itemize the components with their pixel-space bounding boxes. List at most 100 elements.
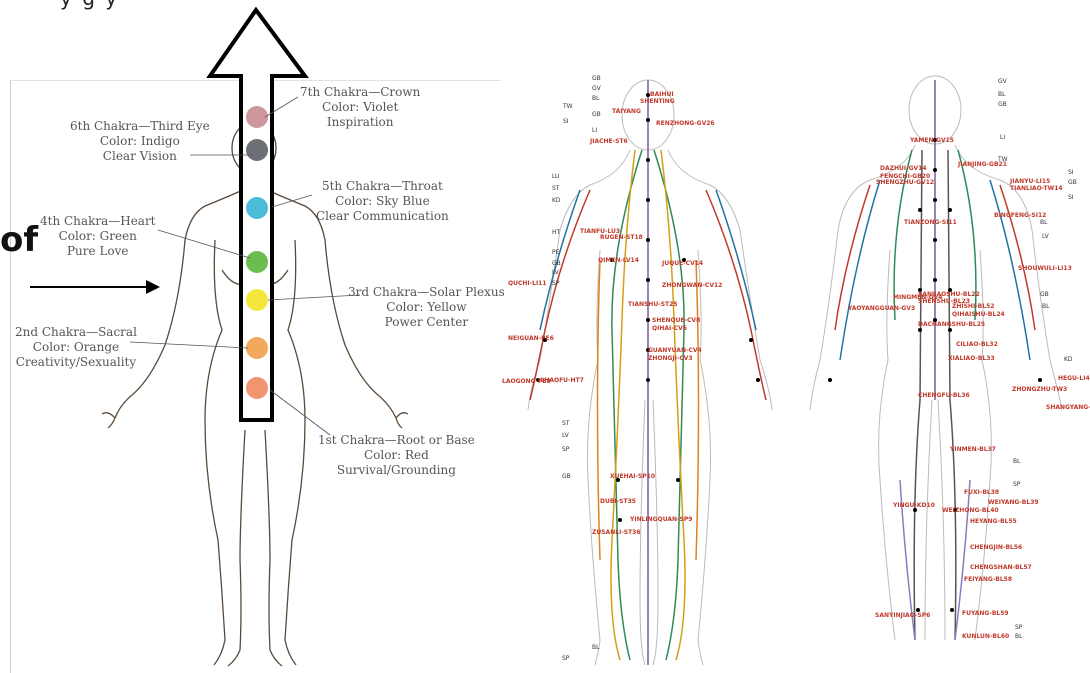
chakra-name: 7th Chakra—Crown [300, 85, 420, 100]
chakra-meaning: Clear Vision [70, 149, 210, 164]
chakra-dot-6 [246, 139, 268, 161]
front-meridian-tag: GV [592, 85, 602, 92]
back-meridian-tag: BL [1013, 458, 1021, 465]
chakra-label-third-eye: 6th Chakra—Third Eye Color: Indigo Clear… [70, 119, 210, 164]
front-acupoint-label: NEIGUAN-PE6 [508, 335, 554, 342]
front-acupoint-label: GUANYUAN-CV4 [648, 347, 702, 354]
back-meridian-tag: SI [1068, 169, 1074, 176]
back-meridian-tag: LV [1042, 233, 1050, 240]
chakra-dot-2 [246, 337, 268, 359]
front-acupoint-label: JIACHE-ST6 [589, 138, 628, 145]
back-meridian-tag: GB [1068, 179, 1077, 186]
front-meridian-tag: GB [562, 473, 571, 480]
chakra-color: Color: Yellow [348, 300, 505, 315]
back-acupoint-label: FENGCHI-GB20 [880, 173, 930, 180]
back-meridian-tag: GV [998, 78, 1008, 85]
back-acupoint-label: SANYINJIAO-SP6 [875, 612, 930, 619]
front-meridian-tag: ST [552, 185, 560, 192]
back-meridian-tag: LI [1000, 134, 1005, 141]
back-acupoint-label: DAZHUI-GV14 [880, 165, 927, 172]
chakra-label-heart: 4th Chakra—Heart Color: Green Pure Love [40, 214, 156, 259]
front-meridian-tag: BL [592, 95, 600, 102]
chakra-name: 3rd Chakra—Solar Plexus [348, 285, 505, 300]
front-meridian-tag: HT [552, 229, 561, 236]
chakra-name: 4th Chakra—Heart [40, 214, 156, 229]
back-acupoint-label: WEIZHONG-BL40 [942, 507, 999, 514]
chakra-meaning: Survival/Grounding [318, 463, 475, 478]
back-acupoint-label: YAOYANGGUAN-GV3 [847, 305, 915, 312]
front-acupoint-label: XUEHAI-SP10 [610, 473, 655, 480]
chakra-name: 5th Chakra—Throat [316, 179, 449, 194]
front-acupoint-label: SHENTING [640, 98, 675, 105]
front-acupoint-label: QIMEN-LV14 [598, 257, 639, 264]
back-acupoint-dots [828, 138, 1042, 612]
back-acupoint-label: DACHANGSHU-BL25 [918, 321, 985, 328]
back-acupoint-label: YINMEN-BL37 [949, 446, 996, 453]
back-acupoint-label: JIANJING-GB21 [957, 161, 1007, 168]
horizontal-arrow [30, 280, 160, 294]
chakra-dot-5 [246, 197, 268, 219]
back-meridian-tag: TW [997, 156, 1008, 163]
chakra-label-crown: 7th Chakra—Crown Color: Violet Inspirati… [300, 85, 420, 130]
front-meridian-tag: BL [592, 644, 600, 651]
chakra-dot-1 [246, 377, 268, 399]
back-acupoint-label: SHOUWULI-LI13 [1018, 265, 1072, 272]
front-acupoint-label: RENZHONG-GV26 [656, 120, 715, 127]
front-acupoint-label: RUGEN-ST18 [600, 234, 643, 241]
back-meridian-tag: BL [998, 91, 1006, 98]
front-acupoint-label: LAOGONG-PE8 [502, 378, 551, 385]
chakra-meaning: Creativity/Sexuality [15, 355, 137, 370]
chakra-color: Color: Violet [300, 100, 420, 115]
front-acupoint-label: ZUSANLI-ST36 [592, 529, 641, 536]
front-meridian-tag: SI [563, 118, 569, 125]
front-meridian-tag: SP [562, 655, 570, 662]
front-meridian-lines [530, 80, 766, 665]
back-acupoint-label: WEIYANG-BL39 [988, 499, 1039, 506]
back-acupoint-label: CILIAO-BL32 [956, 341, 998, 348]
chakra-dot-4 [246, 251, 268, 273]
front-point-labels: SHENTINGTAIYANGBAIHUIRENZHONG-GV26JIACHE… [502, 91, 722, 536]
back-meridian-tag: BL [1042, 303, 1050, 310]
back-acupoint-label: YINGU-KD10 [892, 502, 935, 509]
chakra-label-root: 1st Chakra—Root or Base Color: Red Survi… [318, 433, 475, 478]
front-meridian-tag: GB [552, 260, 561, 267]
back-acupoint-label: JIANYU-LI15 [1009, 178, 1050, 185]
back-acupoint-label: SHENSHU-BL23 [918, 298, 970, 305]
back-acupoint-label: BINGFENG-SI12 [994, 212, 1046, 219]
back-meridian-tag: SI [1068, 194, 1074, 201]
front-acupoint-label: QUCHI-LI11 [508, 280, 547, 287]
back-acupoint-label: SHANGYANG-LI1 [1046, 404, 1090, 411]
back-acupoint-label: QIHAISHU-BL24 [952, 311, 1005, 318]
front-acupoint-label: ZHONGJI-CV3 [648, 355, 693, 362]
back-meridian-tag: BL [1015, 633, 1023, 640]
back-acupoint-label: FEIYANG-BL58 [964, 576, 1012, 583]
chakra-meaning: Clear Communication [316, 209, 449, 224]
front-acupoint-label: SHAOFU-HT7 [540, 377, 584, 384]
front-meridian-tag: SP [562, 446, 570, 453]
front-acupoint-label: ZHONGWAN-CV12 [662, 282, 722, 289]
chakra-name: 2nd Chakra—Sacral [15, 325, 137, 340]
chakra-dot-3 [246, 289, 268, 311]
back-acupoint-label: HEYANG-BL55 [970, 518, 1017, 525]
back-acupoint-label: CHENGSHAN-BL57 [970, 564, 1032, 571]
back-acupoint-label: MINGMEN-GV4 [893, 294, 942, 301]
back-meridian-tag: SP [1013, 481, 1021, 488]
back-meridian-tag: GB [1040, 291, 1049, 298]
front-meridian-tag: KD [552, 197, 561, 204]
chakra-label-throat: 5th Chakra—Throat Color: Sky Blue Clear … [316, 179, 449, 224]
front-meridian-tag: LI [592, 127, 597, 134]
back-acupoint-label: ZHISHI-BL52 [952, 303, 994, 310]
back-meridian-tag: SP [1015, 624, 1023, 631]
front-meridian-tag: ST [562, 420, 570, 427]
back-acupoint-label: ZHONGZHU-TW3 [1012, 386, 1067, 393]
back-body-figure [810, 76, 1062, 640]
chakra-dot-7 [246, 106, 268, 128]
chakra-color: Color: Sky Blue [316, 194, 449, 209]
front-meridian-tag: TW [562, 103, 573, 110]
back-meridian-lines [835, 80, 1035, 640]
cropped-arrow-text: of [0, 220, 38, 260]
back-point-labels: YAMEN-GV15DAZHUI-GV14FENGCHI-GB20SHENGZH… [847, 137, 1090, 640]
front-acupoint-label: YINLINGQUAN-SP9 [629, 516, 692, 523]
front-meridian-tag: SP [552, 280, 560, 287]
